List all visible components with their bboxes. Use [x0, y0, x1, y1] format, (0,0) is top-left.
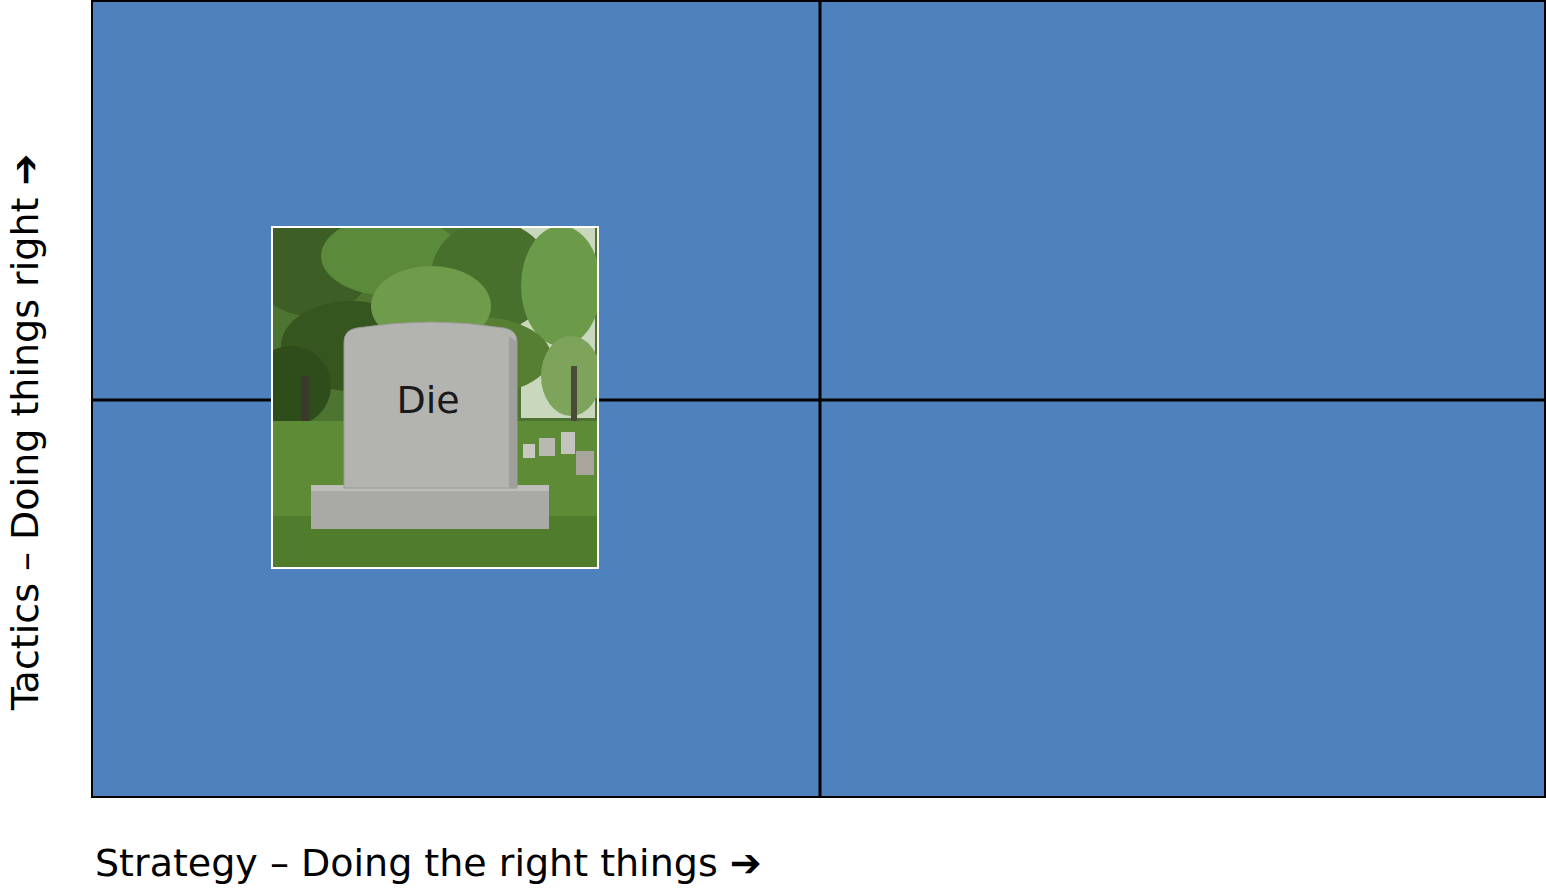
vertical-axis-label: Tactics – Doing things right ➔ — [0, 32, 50, 832]
tombstone-picture: Die — [271, 226, 599, 569]
headstone-text: Die — [264, 378, 592, 424]
horizontal-axis-label: Strategy – Doing the right things ➔ — [95, 838, 1095, 888]
matrix-ground — [92, 1, 1545, 797]
